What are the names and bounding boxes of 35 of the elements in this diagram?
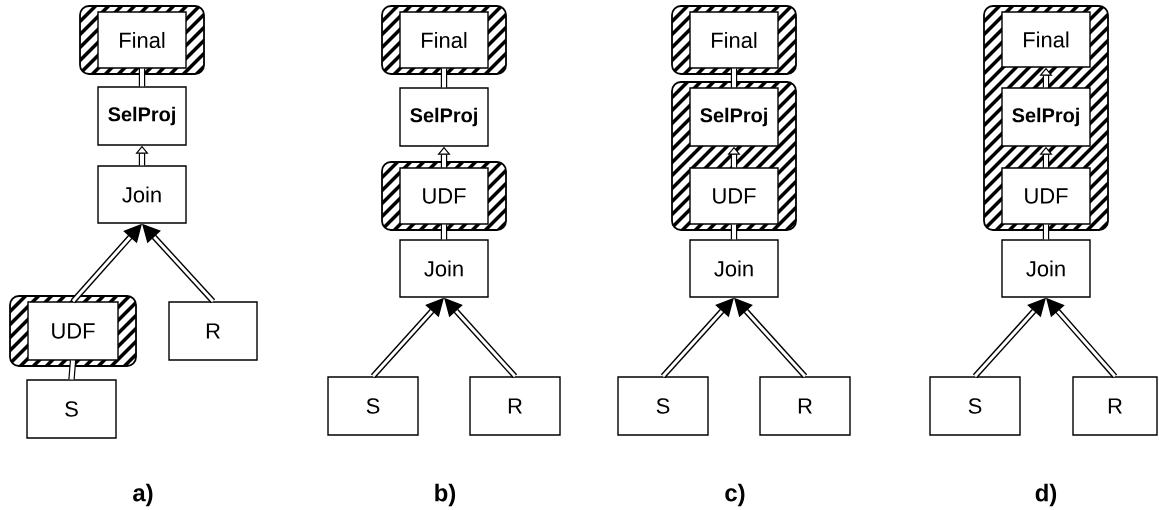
operator-box: Join (1001, 239, 1091, 298)
operator-box: Final (97, 11, 187, 69)
operator-box: S (617, 376, 709, 436)
arrow (138, 68, 146, 87)
operator-box: Final (1001, 11, 1091, 68)
operator-box: UDF (1001, 167, 1091, 225)
operator-box: SelProj (399, 87, 489, 147)
arrow (1042, 224, 1050, 240)
panel-label: d) (1035, 483, 1057, 507)
arrow (68, 360, 77, 380)
operator-box: UDF (399, 167, 489, 225)
operator-box: S (929, 376, 1021, 436)
arrow (730, 224, 738, 240)
operator-box: R (168, 301, 258, 361)
operator-box: Join (399, 239, 489, 298)
operator-box: SelProj (689, 87, 779, 147)
arrow (440, 224, 448, 240)
arrow (730, 68, 738, 88)
operator-box: S (26, 379, 117, 439)
operator-box: UDF (689, 167, 779, 225)
panel-label: c) (725, 483, 745, 507)
operator-box: S (327, 376, 419, 436)
operator-box: R (469, 376, 561, 436)
operator-box: Final (689, 11, 779, 69)
panel-label: a) (133, 483, 153, 507)
panel-label: b) (435, 483, 456, 507)
operator-box: Join (689, 239, 779, 298)
operator-box: Final (399, 11, 489, 69)
operator-box: SelProj (1001, 87, 1091, 147)
operator-box: SelProj (97, 86, 187, 146)
arrow (440, 68, 448, 88)
operator-box: UDF (27, 301, 119, 361)
operator-box: R (1072, 376, 1158, 436)
operator-box: Join (97, 165, 187, 224)
operator-box: R (759, 376, 851, 436)
